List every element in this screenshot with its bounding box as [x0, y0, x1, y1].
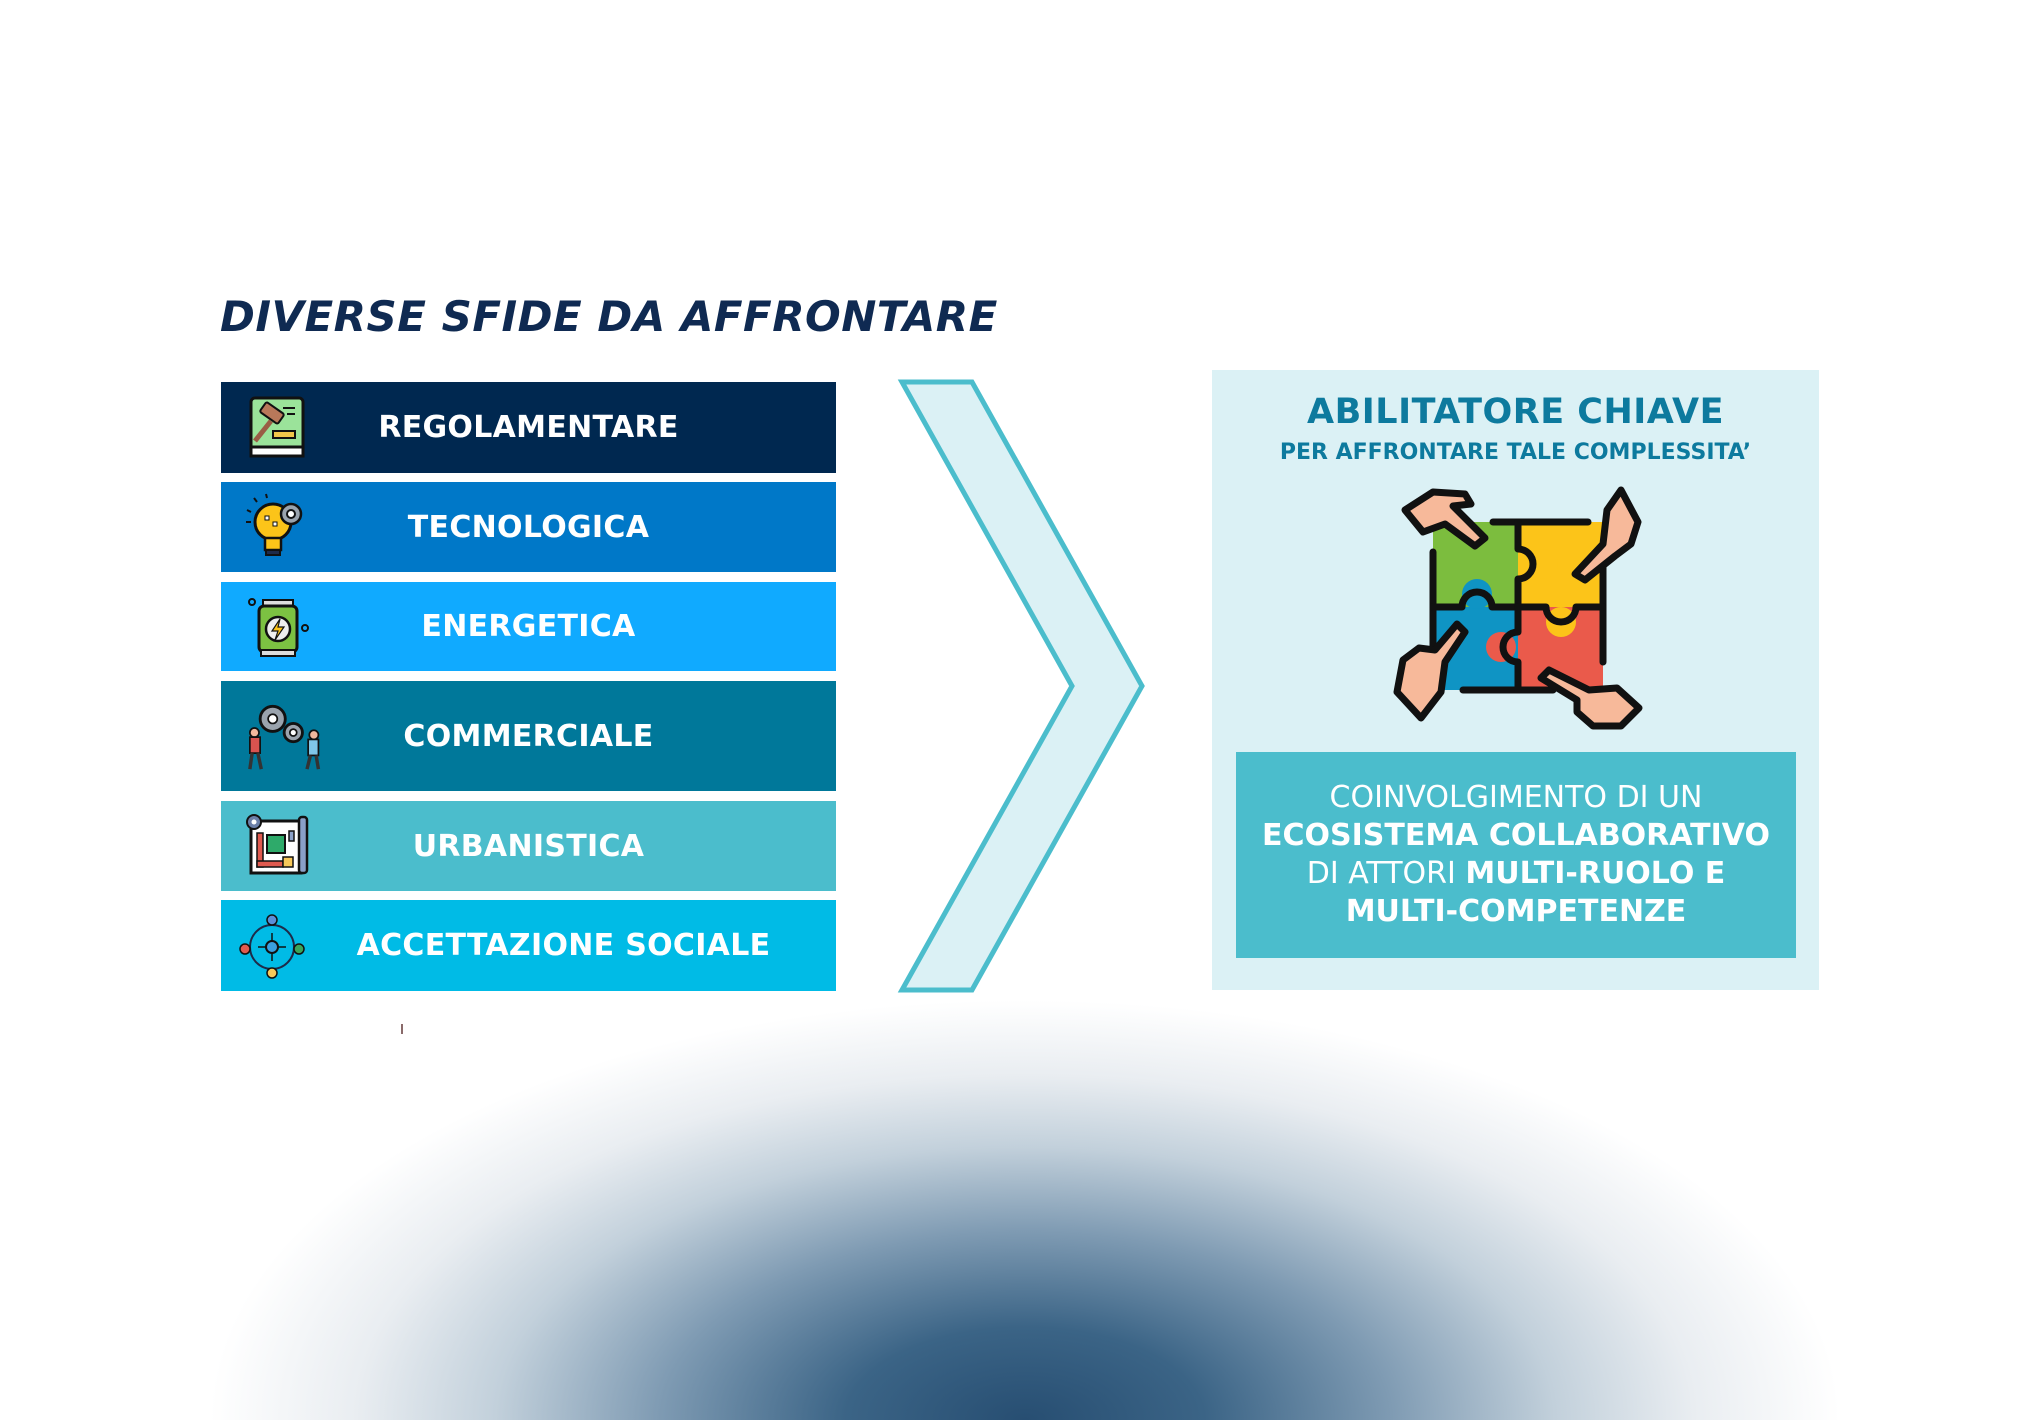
background-radial-glow [210, 1000, 1840, 1420]
ecosystem-line-2: ECOSISTEMA COLLABORATIVO [1261, 818, 1770, 853]
law-book-gavel-icon [249, 396, 305, 457]
urban-blueprint-icon [246, 814, 309, 875]
ecosystem-line-4: MULTI-COMPETENZE [1345, 894, 1687, 929]
challenge-label: ACCETTAZIONE SOCIALE [356, 928, 771, 963]
challenge-label: URBANISTICA [412, 828, 645, 864]
tick-mark [401, 1024, 403, 1034]
challenge-accettazione-sociale: ACCETTAZIONE SOCIALE [221, 900, 836, 991]
people-gears-icon [248, 704, 321, 770]
ecosystem-line-3-light: DI ATTORI [1306, 856, 1466, 891]
challenge-tecnologica: TECNOLOGICA [221, 482, 836, 572]
challenge-label: TECNOLOGICA [407, 509, 650, 545]
challenge-label: ENERGETICA [421, 609, 636, 644]
challenge-regolamentare: REGOLAMENTARE [221, 382, 836, 473]
challenge-urbanistica: URBANISTICA [221, 801, 836, 891]
lightbulb-gear-icon [246, 493, 303, 556]
chevron-right-icon [897, 379, 1145, 993]
challenge-energetica: ENERGETICA [221, 582, 836, 671]
challenge-label: REGOLAMENTARE [378, 410, 679, 445]
ecosystem-box: COINVOLGIMENTO DI UN ECOSISTEMA COLLABOR… [1236, 752, 1796, 958]
ecosystem-line-3: DI ATTORI MULTI-RUOLO E [1307, 855, 1726, 893]
social-network-icon [239, 913, 305, 979]
battery-energy-icon [248, 597, 309, 657]
ecosystem-line-3-bold: MULTI-RUOLO E [1465, 856, 1726, 891]
challenge-label: COMMERCIALE [403, 718, 654, 754]
challenge-commerciale: COMMERCIALE [221, 681, 836, 791]
puzzle-hands-icon [1393, 486, 1643, 730]
page-title: DIVERSE SFIDE DA AFFRONTARE [220, 292, 998, 341]
enabler-panel: ABILITATORE CHIAVE PER AFFRONTARE TALE C… [1212, 370, 1819, 990]
ecosystem-line-1: COINVOLGIMENTO DI UN [1329, 780, 1703, 815]
enabler-title: ABILITATORE CHIAVE [1306, 392, 1725, 432]
enabler-subtitle: PER AFFRONTARE TALE COMPLESSITA’ [1279, 440, 1752, 465]
